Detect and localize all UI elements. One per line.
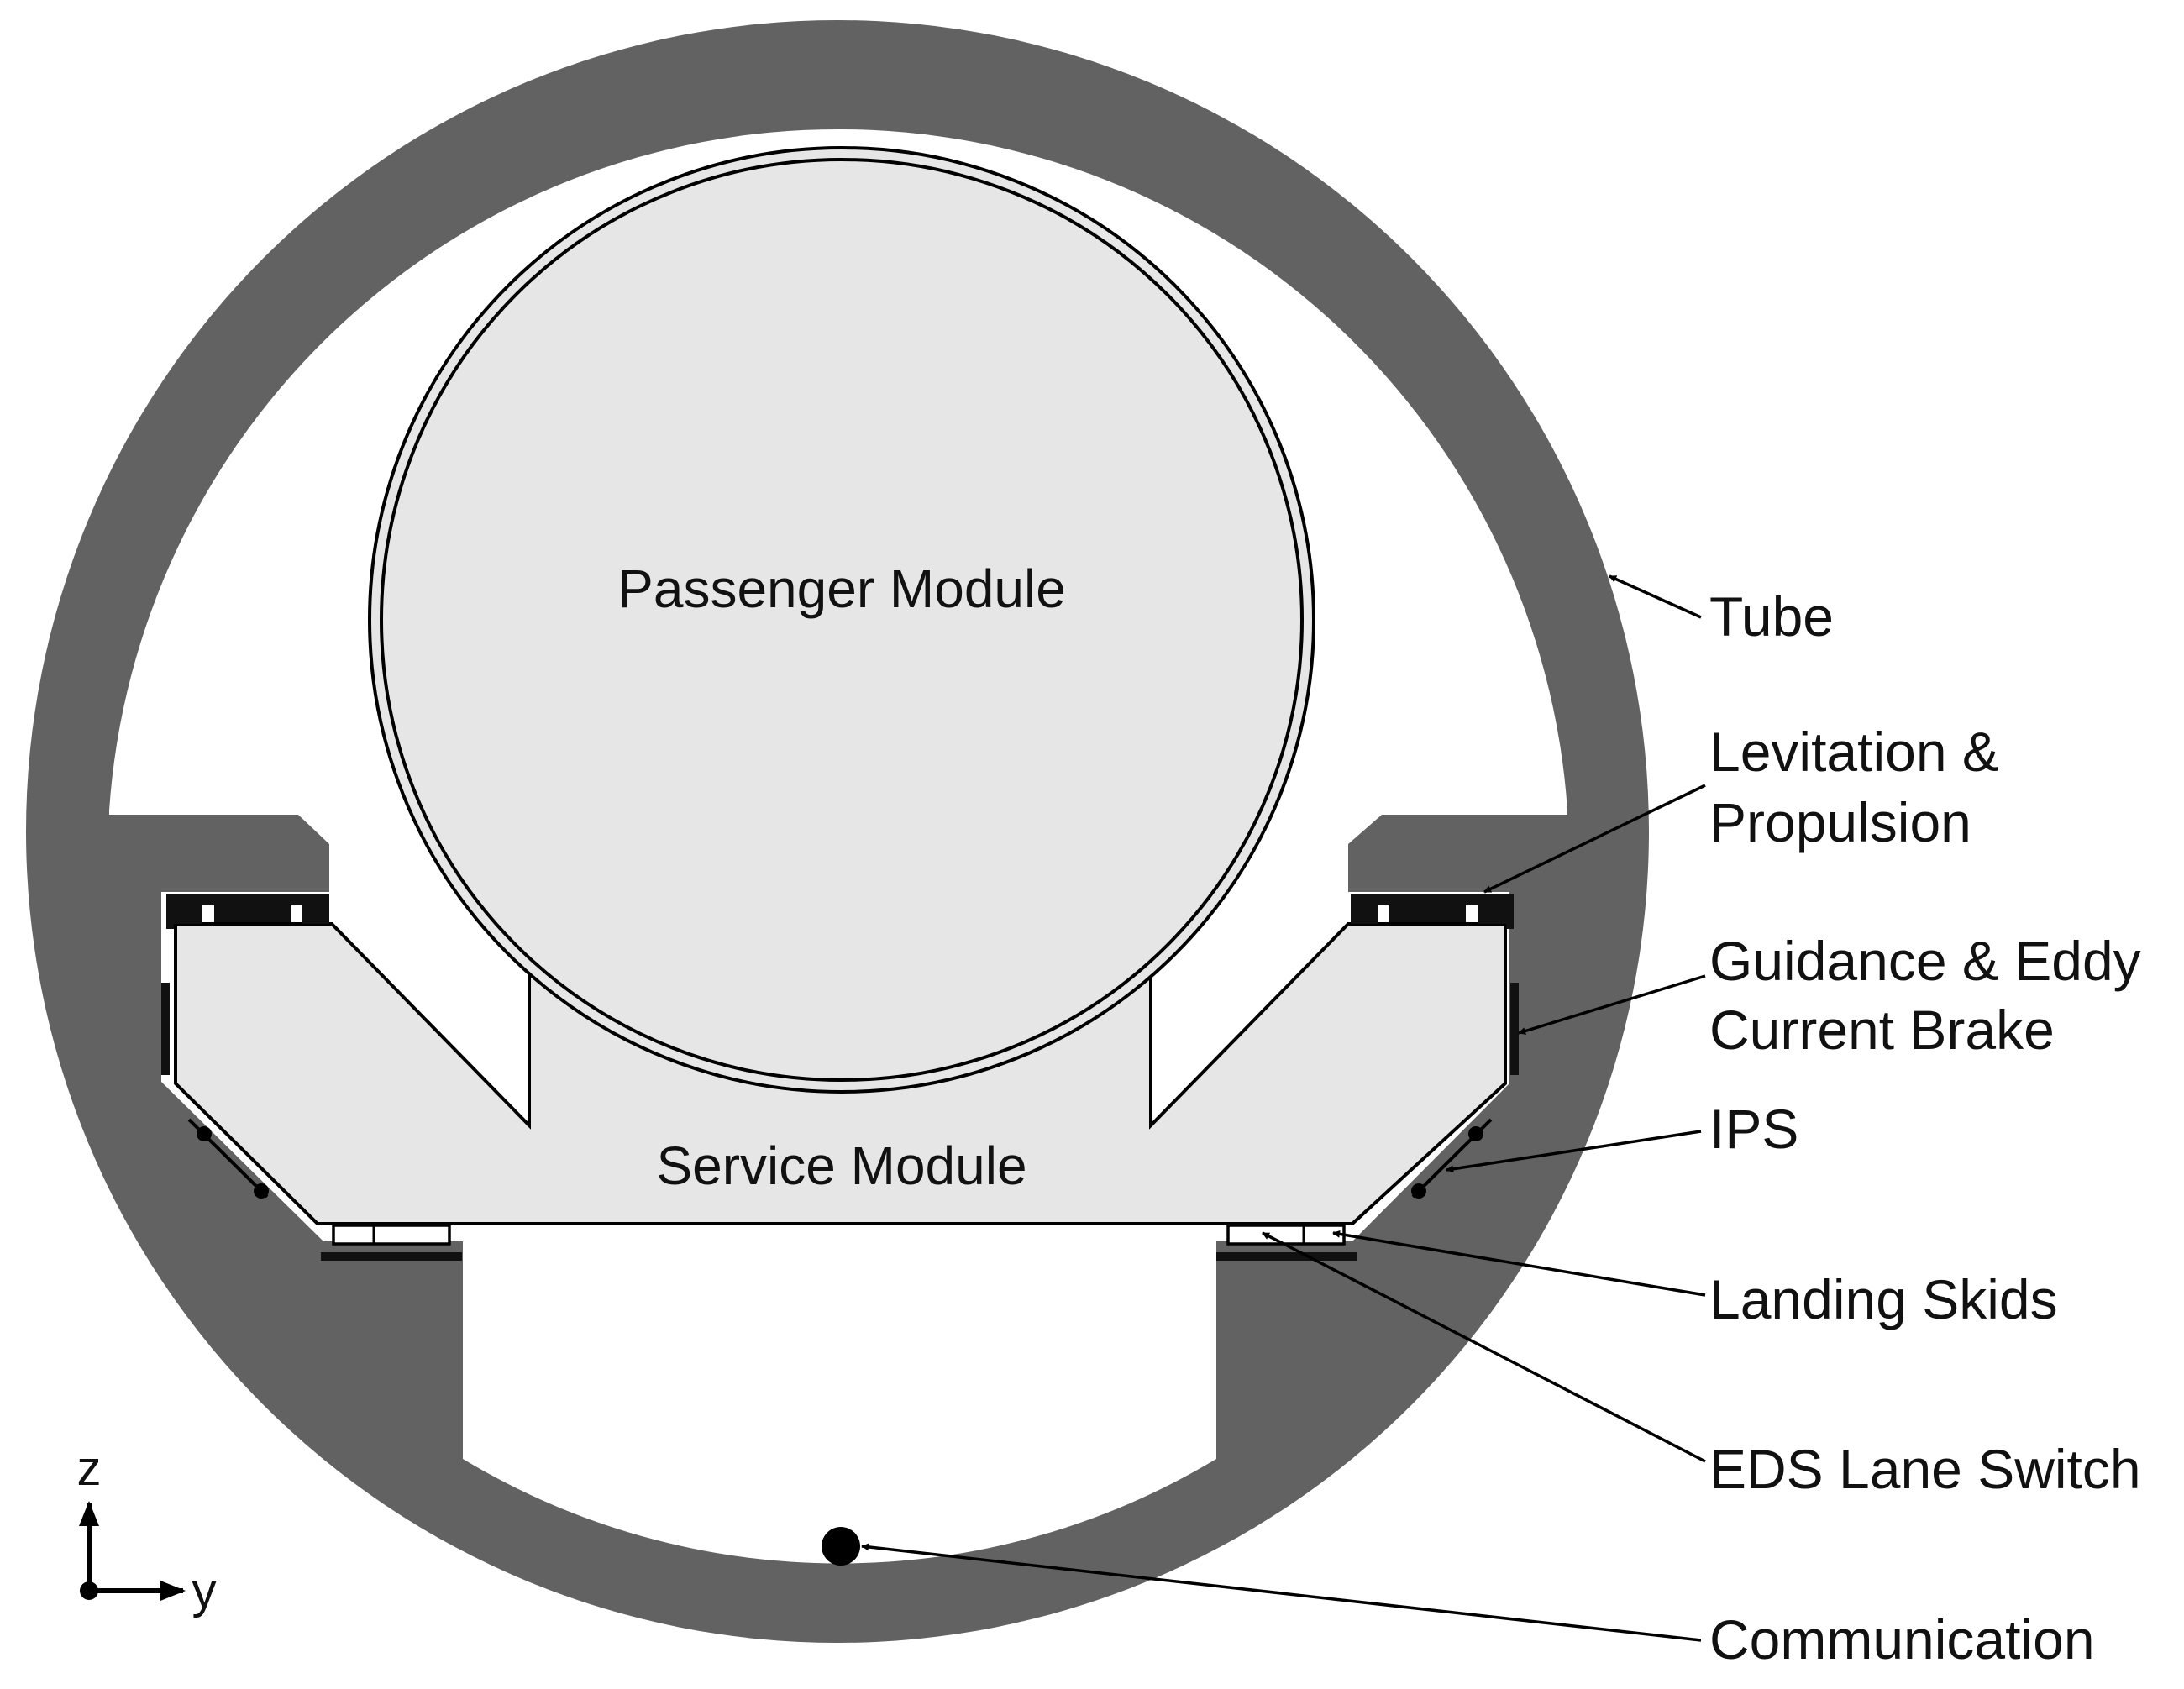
levitation-label-line1: Levitation &	[1709, 721, 1999, 783]
passenger-module-shell	[368, 146, 1315, 1094]
axes-origin	[80, 1581, 98, 1600]
guidance-brake-right	[1510, 983, 1519, 1075]
tube-label: Tube	[1709, 585, 1834, 648]
eds-lane-switch-leader	[1262, 1231, 1706, 1463]
guidance-brake-left	[161, 983, 170, 1075]
levitation-leader	[1483, 784, 1706, 894]
landing-skid-right	[1216, 1224, 1357, 1261]
ips-left	[187, 1118, 269, 1199]
levitation-label-line2: Propulsion	[1709, 791, 1971, 853]
y-axis-label: y	[192, 1564, 217, 1618]
passenger-module	[368, 146, 1315, 1094]
landing-skid-left	[321, 1224, 462, 1261]
axes-indicator: z y	[77, 1441, 217, 1618]
communication-leader	[861, 1543, 1702, 1642]
guidance-label-line2: Current Brake	[1709, 999, 2055, 1061]
ips-right	[1411, 1118, 1493, 1199]
passenger-module-inner-wall	[380, 158, 1304, 1082]
levitation-propulsion-right	[1351, 894, 1514, 929]
landing-skids-label: Landing Skids	[1709, 1268, 2058, 1330]
tube-leader	[1609, 574, 1702, 619]
ips-label: IPS	[1709, 1098, 1798, 1160]
callouts: Tube Levitation & Propulsion Guidance & …	[1709, 585, 2141, 1671]
service-module-label: Service Module	[656, 1136, 1026, 1196]
levitation-propulsion-left	[166, 894, 329, 929]
landing-skids-leader	[1332, 1230, 1706, 1297]
z-axis-label: z	[77, 1441, 102, 1496]
ips-leader	[1446, 1130, 1702, 1173]
passenger-module-label: Passenger Module	[617, 559, 1066, 619]
guidance-leader	[1518, 974, 1706, 1035]
eds-lane-switch-label: EDS Lane Switch	[1709, 1438, 2141, 1500]
guidance-label-line1: Guidance & Eddy	[1709, 930, 2141, 992]
communication-antenna	[822, 1527, 860, 1566]
communication-label: Communication	[1709, 1608, 2095, 1671]
leader-lines	[861, 574, 1706, 1642]
